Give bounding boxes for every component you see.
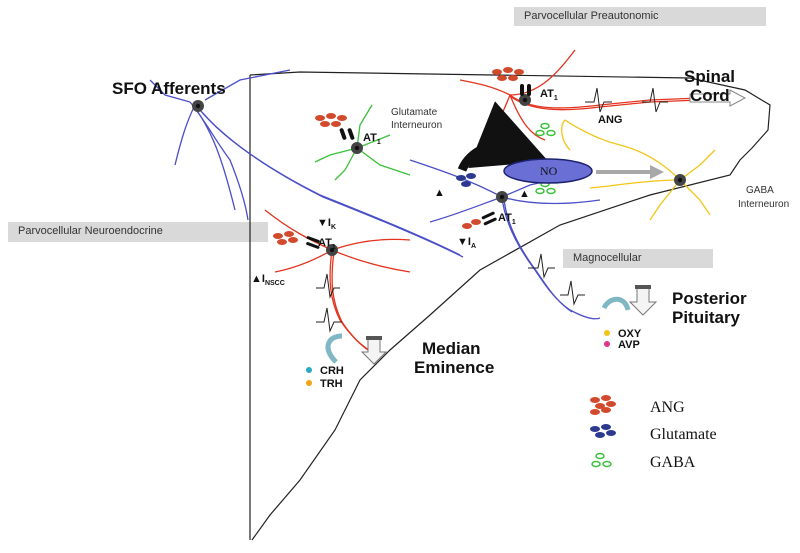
no-to-gaba-arrow [596,165,664,179]
gaba-cluster-preautonomic [535,122,556,137]
trh-label: TRH [320,378,343,390]
posterior-curve-arrow [601,296,631,311]
crh-label: CRH [320,365,344,377]
insc-label: ▲INSCC [251,273,285,287]
label-gaba-2: Interneuron [738,199,789,210]
glutamate-cluster-central [456,173,476,187]
ang-label: ANG [598,114,622,126]
label-gaba-1: GABA [746,185,774,196]
trh-dot [306,380,312,386]
legend-glutamate-glyph [590,424,616,438]
no-ellipse [503,158,593,184]
ang-cluster-glutamate [315,113,347,127]
pvn-outline [249,71,771,541]
legend-ang-glyph [590,395,616,415]
legend-gaba-label: GABA [650,454,696,471]
label-spinal-1: Spinal [684,67,735,86]
legend-glutamate-label: Glutamate [650,426,717,443]
oxy-dot [604,330,610,336]
ap-trace-1 [585,87,612,113]
spinal-arrow [689,89,747,107]
median-release-cap [366,336,382,340]
crh-dot [306,367,312,373]
label-posterior-1: Posterior [672,289,747,308]
band-magnocellular: Magnocellular [563,249,713,268]
ang-cluster-magno [462,219,481,229]
label-median-2: Eminence [414,358,494,377]
legend-gaba-glyph [591,452,612,468]
legend-ang-label: ANG [650,399,685,416]
label-sfo: SFO Afferents [112,79,226,98]
ap-trace-2 [642,87,668,113]
label-glutamate-1: Glutamate [391,107,438,118]
triangle-left: ▲ [434,187,445,199]
ang-cluster-neuroendocrine [273,231,298,245]
at1-label-magno: AT1 [498,212,516,226]
band-neuroendocrine: Parvocellular Neuroendocrine [8,222,268,242]
no-label: NO [540,164,558,178]
label-median-1: Median [422,339,481,358]
label-spinal-2: Cord [690,86,730,105]
ik-label: ▼IK [317,217,336,231]
ap-trace-3 [528,253,555,279]
label-posterior-2: Pituitary [672,308,741,327]
ap-trace-5 [316,273,340,299]
preautonomic-neuron [459,49,701,151]
posterior-release-arrow [628,286,658,316]
glutamate-to-pvn-arrow [457,101,549,173]
at1-label-preauto: AT1 [540,88,558,102]
ia-label: ▼IA [457,236,476,250]
median-curve-arrow [325,333,343,364]
oxy-label: OXY [618,328,642,340]
avp-dot [604,341,610,347]
ap-trace-4 [560,280,585,306]
at1-bars [306,84,531,249]
ap-trace-6 [316,307,342,333]
sfo-afferent-neuron [149,69,464,258]
posterior-release-cap [635,285,651,289]
band-preautonomic: Parvocellular Preautonomic [514,7,766,26]
gaba-interneuron [561,119,716,221]
avp-label: AVP [618,339,640,351]
median-release-arrow [360,337,388,365]
magnocellular-neuron [409,159,601,320]
at1-label-glutamate: AT1 [363,132,381,146]
triangle-right: ▲ [519,188,530,200]
at1-label-neuroendo: AT1 [318,237,336,251]
label-glutamate-2: Interneuron [391,120,442,131]
ang-cluster-preautonomic [492,67,524,81]
